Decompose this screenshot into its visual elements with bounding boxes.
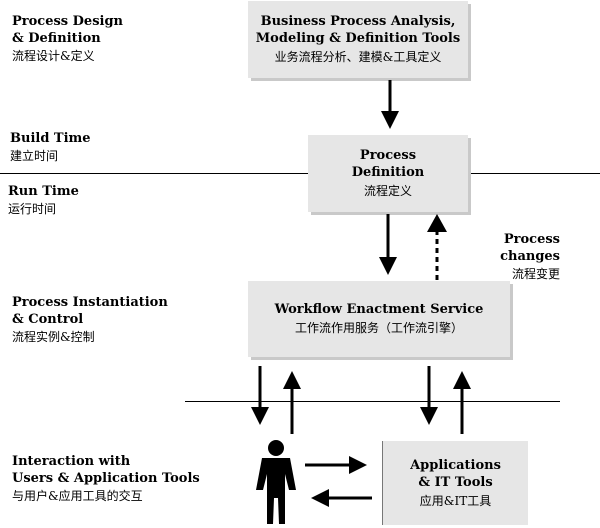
interaction-divider — [185, 401, 560, 402]
bpa-tools-title: Business Process Analysis, Modeling & De… — [255, 14, 461, 46]
build-run-divider-left — [0, 173, 308, 174]
process-instantiation-title: Process Instantiation & Control — [12, 295, 168, 327]
process-design-subtitle: 流程设计&定义 — [12, 49, 95, 63]
process-changes-label: Process changes 流程变更 — [452, 231, 560, 283]
build-time-title: Build Time — [10, 131, 91, 146]
workflow-service-subtitle: 工作流作用服务（工作流引擎） — [294, 321, 463, 335]
user-figure-icon — [256, 440, 296, 524]
bpa-tools-box: Business Process Analysis, Modeling & De… — [248, 1, 468, 78]
interaction-subtitle: 与用户&应用工具的交互 — [12, 489, 143, 503]
workflow-service-title: Workflow Enactment Service — [274, 302, 484, 317]
run-time-label: Run Time 运行时间 — [8, 183, 79, 218]
run-time-subtitle: 运行时间 — [8, 202, 57, 216]
process-changes-arrowhead — [427, 214, 447, 232]
process-definition-box: Process Definition 流程定义 — [308, 135, 468, 212]
process-design-title: Process Design & Definition — [12, 14, 123, 46]
run-time-title: Run Time — [8, 184, 79, 199]
process-definition-subtitle: 流程定义 — [363, 184, 412, 198]
applications-box: Applications & IT Tools 应用&IT工具 — [382, 441, 528, 525]
process-instantiation-subtitle: 流程实例&控制 — [12, 330, 95, 344]
process-instantiation-label: Process Instantiation & Control 流程实例&控制 — [12, 294, 168, 346]
build-time-label: Build Time 建立时间 — [10, 130, 91, 165]
process-design-label: Process Design & Definition 流程设计&定义 — [12, 13, 123, 65]
build-time-subtitle: 建立时间 — [10, 149, 59, 163]
process-changes-title: Process changes — [500, 232, 560, 264]
build-run-divider-right — [468, 173, 600, 174]
applications-title: Applications & IT Tools — [410, 457, 501, 490]
interaction-label: Interaction with Users & Application Too… — [12, 453, 200, 505]
workflow-service-box: Workflow Enactment Service 工作流作用服务（工作流引擎… — [248, 281, 510, 357]
applications-subtitle: 应用&IT工具 — [419, 493, 492, 508]
interaction-title: Interaction with Users & Application Too… — [12, 454, 200, 486]
process-changes-subtitle: 流程变更 — [511, 267, 560, 281]
process-definition-title: Process Definition — [351, 148, 425, 180]
bpa-tools-subtitle: 业务流程分析、建模&工具定义 — [274, 50, 442, 64]
